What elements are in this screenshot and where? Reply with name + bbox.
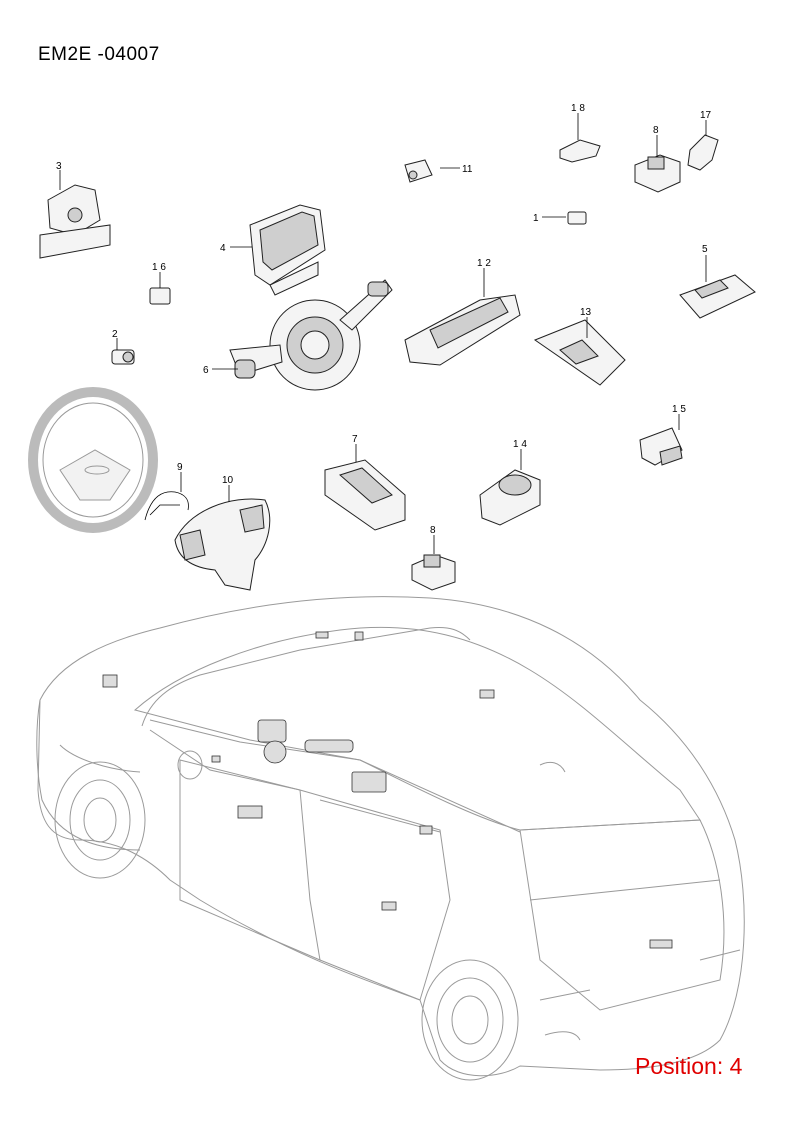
callout-13: 13 (580, 307, 592, 318)
callout-5: 5 (702, 244, 708, 255)
callout-17: 17 (700, 110, 712, 121)
callout-15: 1 5 (672, 404, 686, 415)
callout-8-top: 8 (653, 125, 659, 136)
part-2-sensor (111, 349, 135, 365)
callout-7: 7 (352, 434, 358, 445)
callout-3: 3 (56, 161, 62, 172)
document-code: EM2E -04007 (38, 44, 160, 65)
leader-lines (59, 113, 707, 554)
part-4-display (249, 204, 326, 296)
callout-16: 1 6 (152, 262, 166, 273)
part-8-switch-bottom (411, 554, 456, 591)
part-1-sensor (567, 211, 587, 225)
part-16-switch (149, 287, 171, 305)
callout-1: 1 (533, 213, 539, 224)
part-6-combination-switch (229, 279, 393, 391)
position-label: Position: 4 (635, 1053, 743, 1079)
part-5-light-assembly (679, 274, 756, 319)
callout-12: 1 2 (477, 258, 491, 269)
callout-8-bottom: 8 (430, 525, 436, 536)
part-13-control-module (533, 319, 626, 386)
part-18-key-fob (559, 139, 601, 163)
vehicle-outline (36, 596, 745, 1081)
callout-11: 11 (462, 164, 473, 175)
part-11-connector (404, 159, 433, 183)
part-9-wiring-harness (144, 491, 189, 521)
callout-labels: 3 4 1 6 2 6 11 1 8 8 17 1 1 2 13 5 1 5 7… (56, 103, 712, 536)
part-15-reader (639, 427, 683, 466)
part-3-bracket (39, 184, 111, 259)
part-17-actuator (687, 134, 719, 171)
part-14-knob-module (479, 469, 541, 526)
callout-14: 1 4 (513, 439, 527, 450)
part-7-switch-block (324, 459, 406, 531)
part-10-steering-trim (174, 498, 271, 591)
callout-18: 1 8 (571, 103, 585, 114)
part-8-switch-top (634, 154, 681, 193)
part-12-switch-panel (404, 294, 521, 366)
callout-10: 10 (222, 475, 234, 486)
callout-9: 9 (177, 462, 183, 473)
callout-4: 4 (220, 243, 226, 254)
steering-wheel-illustration (28, 387, 158, 533)
callout-6: 6 (203, 365, 209, 376)
callout-2: 2 (112, 329, 118, 340)
